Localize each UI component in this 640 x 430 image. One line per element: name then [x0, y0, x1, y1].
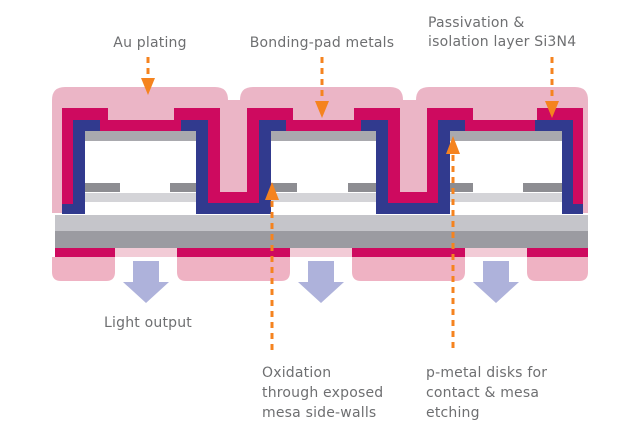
thin-layer	[73, 193, 208, 202]
passivation-label-line2: isolation layer Si3N4	[428, 34, 577, 50]
light-output-arrow-head	[473, 282, 519, 303]
oxide-layers	[85, 183, 562, 192]
passivation-region	[62, 120, 583, 214]
oxidation-label: Oxidation through exposed mesa side-wall…	[262, 363, 383, 423]
passivation-ledge	[259, 120, 286, 131]
p-metal-arrow-head	[446, 136, 460, 154]
oxidation-label-line1: Oxidation	[262, 365, 332, 381]
annotation-arrow-heads	[141, 78, 559, 200]
contact-pad	[527, 257, 588, 281]
light-output-arrow-head	[298, 282, 344, 303]
au-plating-arrow-head	[141, 78, 155, 95]
passivation-label-line1: Passivation &	[428, 15, 525, 31]
bonding-pad-metal-region	[62, 108, 583, 204]
bonding-metal-wall	[62, 108, 73, 204]
bottom-contact-pads	[52, 257, 588, 281]
bonding-metal-band	[286, 120, 361, 131]
au-plating-label: Au plating	[90, 33, 210, 53]
contact-segment	[527, 248, 588, 257]
bonding-metal-rim	[62, 108, 108, 120]
thin-layer	[438, 193, 573, 202]
substrate-layers	[55, 215, 588, 248]
passivation-ledge	[181, 120, 208, 131]
contact-pad	[52, 257, 115, 281]
light-output-arrow-head	[123, 282, 169, 303]
p-metal-label: p-metal disks for contact & mesa etching	[426, 363, 547, 423]
light-output-arrow-stem	[133, 261, 159, 282]
bonding-pad-arrow-head	[315, 101, 329, 118]
passivation-ledge	[361, 120, 388, 131]
substrate-light-band	[55, 215, 588, 231]
bonding-pad-metals-label-text: Bonding-pad metals	[249, 35, 395, 51]
p-metal-label-line1: p-metal disks for	[426, 365, 548, 381]
bonding-metal-trench-bottom	[208, 192, 259, 203]
bonding-pad-metals-label: Bonding-pad metals	[232, 33, 412, 53]
bonding-metal-wall	[208, 108, 220, 203]
oxidation-label-line3: mesa side-walls	[262, 405, 377, 421]
oxide-segment	[450, 183, 473, 192]
bonding-metal-wall	[388, 108, 400, 203]
passivation-wall	[562, 120, 573, 214]
contact-segment	[177, 248, 290, 257]
bonding-metal-band	[465, 120, 535, 131]
bonding-metal-rim	[427, 108, 473, 120]
bonding-metal-wall	[573, 108, 583, 204]
passivation-label: Passivation & isolation layer Si3N4	[428, 14, 576, 52]
light-output-label: Light output	[88, 313, 208, 333]
p-metal-disks	[85, 131, 562, 141]
bonding-metal-rim	[537, 108, 583, 120]
au-side-wall	[582, 100, 588, 213]
light-output-label-text: Light output	[104, 315, 192, 331]
passivation-wall	[438, 120, 450, 214]
passivation-wall	[196, 120, 208, 214]
passivation-arrow-head	[545, 101, 559, 118]
thin-epitaxial-layers	[73, 193, 573, 202]
bonding-metal-band	[100, 120, 181, 131]
oxide-segment	[85, 183, 120, 192]
passivation-ledge	[438, 120, 465, 131]
annotation-arrow-stems	[146, 57, 554, 352]
passivation-ledge	[535, 120, 562, 131]
passivation-trench-bottom	[196, 203, 271, 214]
light-output-arrow-stem	[308, 261, 334, 282]
passivation-foot	[562, 204, 583, 214]
p-metal-label-line2: contact & mesa	[426, 385, 540, 401]
oxidation-arrow-head	[265, 182, 279, 200]
contact-pad	[177, 257, 290, 281]
au-plating-label-text: Au plating	[113, 35, 187, 51]
contact-segment	[352, 248, 465, 257]
light-output-arrows	[123, 261, 519, 303]
p-metal-disk	[85, 131, 196, 141]
bonding-metal-wall	[427, 108, 438, 203]
bottom-contact-crimson-segments	[55, 248, 588, 257]
p-metal-label-line3: etching	[426, 405, 480, 421]
au-side-wall	[52, 100, 62, 213]
p-metal-disk	[450, 131, 562, 141]
substrate-dark-band	[55, 231, 588, 248]
oxidation-label-line2: through exposed	[262, 385, 384, 401]
passivation-trench-bottom	[376, 203, 450, 214]
passivation-wall	[376, 120, 388, 214]
p-metal-disk	[271, 131, 376, 141]
bonding-metal-trench-bottom	[388, 192, 438, 203]
passivation-wall	[259, 120, 271, 214]
passivation-foot	[62, 204, 85, 214]
light-output-arrow-stem	[483, 261, 509, 282]
oxide-segment	[170, 183, 196, 192]
passivation-ledge	[73, 120, 100, 131]
bonding-metal-wall	[247, 108, 259, 203]
contact-segment	[55, 248, 115, 257]
passivation-wall	[73, 120, 85, 214]
contact-pad	[352, 257, 465, 281]
thin-layer	[259, 193, 388, 202]
oxide-segment	[271, 183, 297, 192]
oxide-segment	[348, 183, 376, 192]
oxide-segment	[523, 183, 562, 192]
aperture-pink-row	[55, 248, 588, 257]
